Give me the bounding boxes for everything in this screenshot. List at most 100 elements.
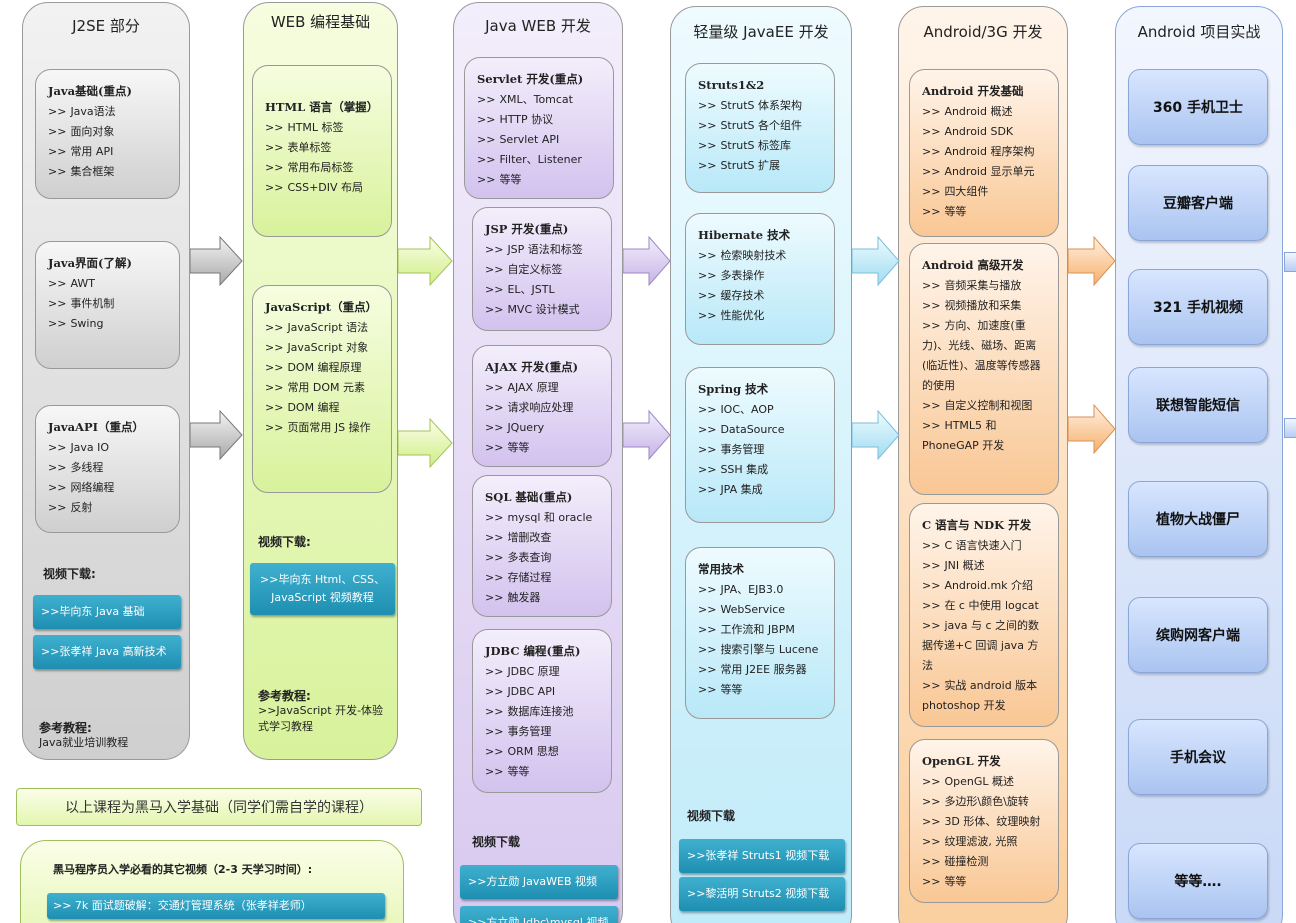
arrow-stub xyxy=(1284,252,1296,272)
list-item: >>页面常用 JS 操作 xyxy=(265,421,371,434)
list-item: >>碰撞检测 xyxy=(922,855,989,868)
column-title: Android 项目实战 xyxy=(1137,23,1261,41)
list-item: >>等等 xyxy=(477,173,522,186)
column-android: Android/3G 开发 Android 开发基础 >>Android 概述 … xyxy=(898,6,1068,923)
list-item: >>DataSource xyxy=(698,423,785,436)
box-title: Spring 技术 xyxy=(698,382,769,396)
list-item: >>等等 xyxy=(485,441,530,454)
column-j2se: J2SE 部分 Java基础(重点) >>Java语法 >>面向对象 >>常用 … xyxy=(22,2,190,760)
reference-text: >>JavaScript 开发-体验式学习教程 xyxy=(258,704,384,733)
list-item: >>缓存技术 xyxy=(698,289,765,302)
box-ajax: AJAX 开发(重点) >>AJAX 原理 >>请求响应处理 >>JQuery … xyxy=(472,345,612,467)
list-item: >>Android 概述 xyxy=(922,105,1013,118)
box-title: SQL 基础(重点) xyxy=(485,490,573,504)
list-item: >>检索映射技术 xyxy=(698,249,787,262)
list-item: >>集合框架 xyxy=(48,165,115,178)
list-item: >>Filter、Listener xyxy=(477,153,582,166)
list-item: >>HTML5 和 PhoneGAP 开发 xyxy=(922,419,1005,452)
other-videos-title: 黑马程序员入学必看的其它视频（2-3 天学习时间）: xyxy=(53,863,313,876)
list-item: >>等等 xyxy=(922,205,967,218)
list-item: >>常用 API xyxy=(48,145,114,158)
project-item[interactable]: 等等…. xyxy=(1128,843,1268,919)
list-item: >>等等 xyxy=(485,765,530,778)
column-title: Java WEB 开发 xyxy=(485,17,591,35)
box-opengl: OpenGL 开发 >>OpenGL 概述 >>多边形\颜色\旋转 >>3D 形… xyxy=(909,739,1059,903)
download-link[interactable]: >>黎活明 Struts2 视频下载 xyxy=(679,877,845,911)
list-item: >>音频采集与播放 xyxy=(922,279,1022,292)
box-title: Android 开发基础 xyxy=(922,84,1024,98)
list-item: >>事务管理 xyxy=(485,725,552,738)
list-item: >>JavaScript 语法 xyxy=(265,321,369,334)
column-title: WEB 编程基础 xyxy=(270,13,371,31)
list-item: >>在 c 中使用 logcat xyxy=(922,599,1039,612)
list-item: >>JPA 集成 xyxy=(698,483,763,496)
list-item: >>反射 xyxy=(48,501,93,514)
reference-label: 参考教程: xyxy=(258,689,311,703)
box-struts: Struts1&2 >>StrutS 体系架构 >>StrutS 各个组件 >>… xyxy=(685,63,835,193)
column-javaee: 轻量级 JavaEE 开发 Struts1&2 >>StrutS 体系架构 >>… xyxy=(670,6,852,923)
list-item: >>纹理滤波, 光照 xyxy=(922,835,1018,848)
arrow-stub xyxy=(1284,418,1296,438)
project-item[interactable]: 360 手机卫士 xyxy=(1128,69,1268,145)
list-item: >>StrutS 各个组件 xyxy=(698,119,803,132)
list-item: >>JNI 概述 xyxy=(922,559,985,572)
list-item: >>触发器 xyxy=(485,591,541,604)
download-link[interactable]: >>方立勋 JavaWEB 视频 xyxy=(460,865,618,899)
list-item: >>JavaScript 对象 xyxy=(265,341,369,354)
download-link[interactable]: >> 7k 面试题破解：交通灯管理系统（张孝祥老师） xyxy=(47,893,385,919)
list-item: >>Android.mk 介绍 xyxy=(922,579,1034,592)
list-item: >>四大组件 xyxy=(922,185,989,198)
list-item: >>多边形\颜色\旋转 xyxy=(922,795,1029,808)
list-item: >>JPA、EJB3.0 xyxy=(698,583,784,596)
project-item[interactable]: 联想智能短信 xyxy=(1128,367,1268,443)
list-item: >>多表查询 xyxy=(485,551,552,564)
list-item: >>工作流和 JBPM xyxy=(698,623,795,636)
download-link[interactable]: >>毕向东 Html、CSS、JavaScript 视频教程 xyxy=(250,563,395,615)
project-item[interactable]: 缤购网客户端 xyxy=(1128,597,1268,673)
box-java-api: JavaAPI（重点） >>Java IO >>多线程 >>网络编程 >>反射 xyxy=(35,405,180,533)
column-title: 轻量级 JavaEE 开发 xyxy=(693,23,829,41)
arrow-right-icon xyxy=(852,410,900,460)
box-html: HTML 语言（掌握） >>HTML 标签 >>表单标签 >>常用布局标签 >>… xyxy=(252,65,392,237)
box-java-basics: Java基础(重点) >>Java语法 >>面向对象 >>常用 API >>集合… xyxy=(35,69,180,199)
box-title: OpenGL 开发 xyxy=(922,754,1001,768)
list-item: >>多表操作 xyxy=(698,269,765,282)
list-item: >>WebService xyxy=(698,603,786,616)
arrow-right-icon xyxy=(190,410,243,460)
box-title: AJAX 开发(重点) xyxy=(485,360,579,374)
list-item: >>事务管理 xyxy=(698,443,765,456)
list-item: >>Android 显示单元 xyxy=(922,165,1035,178)
box-title: HTML 语言（掌握） xyxy=(265,100,379,114)
list-item: >>CSS+DIV 布局 xyxy=(265,181,364,194)
list-item: >>JDBC API xyxy=(485,685,556,698)
arrow-right-icon xyxy=(398,236,453,286)
project-item[interactable]: 植物大战僵尸 xyxy=(1128,481,1268,557)
download-link[interactable]: >>方立勋 Jdbc\mysql 视频 xyxy=(460,906,618,923)
download-link[interactable]: >>毕向东 Java 基础 xyxy=(33,595,181,629)
reference-label: 参考教程: xyxy=(39,721,92,735)
list-item: >>面向对象 xyxy=(48,125,115,138)
list-item: >>AJAX 原理 xyxy=(485,381,559,394)
arrow-right-icon xyxy=(1068,236,1116,286)
project-item[interactable]: 豆瓣客户端 xyxy=(1128,165,1268,241)
arrow-right-icon xyxy=(623,236,671,286)
list-item: >>Servlet API xyxy=(477,133,560,146)
list-item: >>事件机制 xyxy=(48,297,115,310)
project-item[interactable]: 321 手机视频 xyxy=(1128,269,1268,345)
project-item[interactable]: 手机会议 xyxy=(1128,719,1268,795)
box-title: Android 高级开发 xyxy=(922,258,1024,272)
list-item: >>SSH 集成 xyxy=(698,463,769,476)
box-title: Java基础(重点) xyxy=(48,84,132,98)
list-item: >>等等 xyxy=(922,875,967,888)
list-item: >>HTML 标签 xyxy=(265,121,344,134)
list-item: >>IOC、AOP xyxy=(698,403,774,416)
arrow-right-icon xyxy=(398,418,453,468)
list-item: >>MVC 设计模式 xyxy=(485,303,580,316)
reference-text: Java就业培训教程 xyxy=(39,736,129,749)
download-link[interactable]: >>张孝祥 Struts1 视频下载 xyxy=(679,839,845,873)
list-item: >>搜索引擎与 Lucene xyxy=(698,643,819,656)
box-android-basics: Android 开发基础 >>Android 概述 >>Android SDK … xyxy=(909,69,1059,237)
list-item: >>StrutS 标签库 xyxy=(698,139,792,152)
box-title: C 语言与 NDK 开发 xyxy=(922,518,1032,532)
download-link[interactable]: >>张孝祥 Java 高新技术 xyxy=(33,635,181,669)
